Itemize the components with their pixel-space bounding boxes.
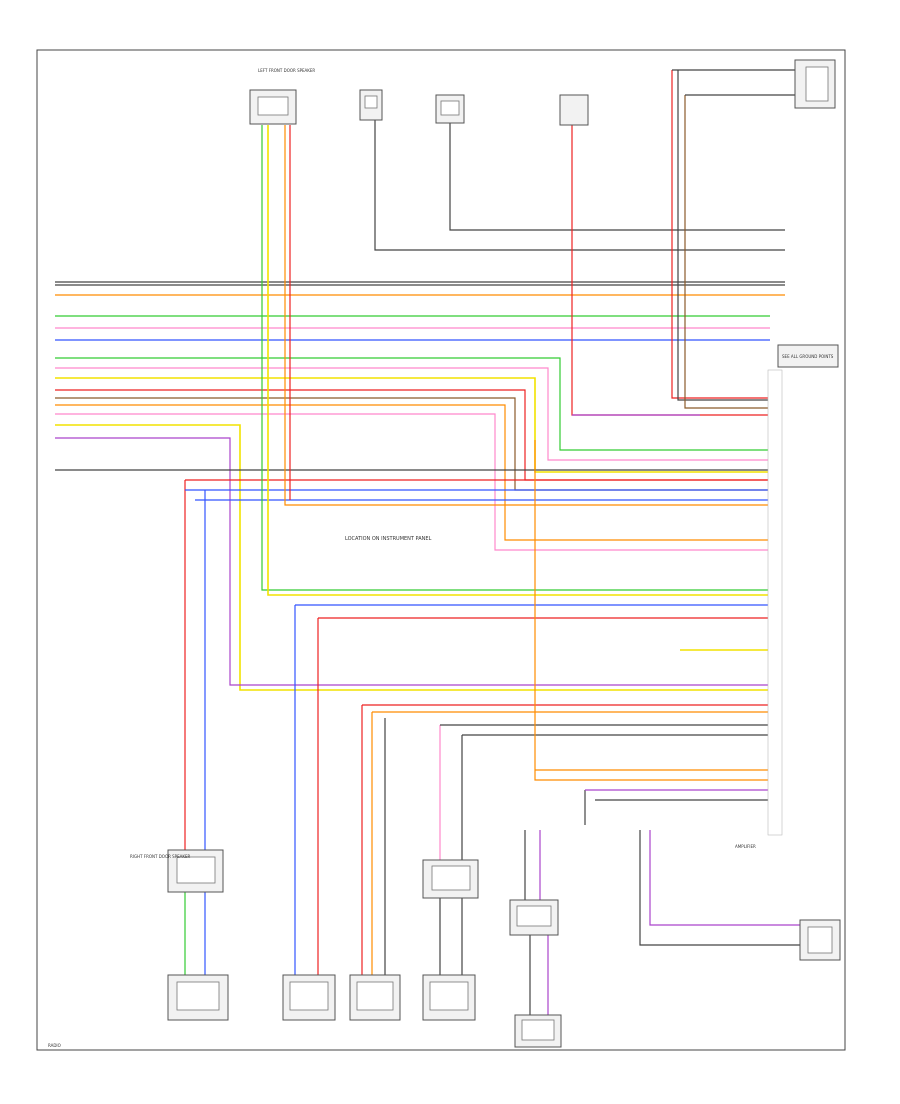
component-label-2: RIGHT FRONT DOOR SPEAKER <box>130 854 191 859</box>
radio-label: RADIO <box>48 1043 61 1048</box>
bottom-speaker-2 <box>282 974 336 1021</box>
bottom-speaker-4 <box>422 974 476 1021</box>
wire-green-6 <box>55 357 770 451</box>
right-front-door-speaker: RIGHT FRONT DOOR SPEAKER <box>130 849 224 893</box>
wire-black-30 <box>677 70 770 401</box>
amplifier-connector-strip <box>767 369 783 836</box>
top-speaker-2 <box>359 89 383 121</box>
note-label-1: SEE ALL GROUND POINTS <box>782 354 834 359</box>
top-ground-component <box>559 94 589 126</box>
top-speaker-3 <box>435 94 465 124</box>
bottom-speaker-1 <box>167 974 229 1021</box>
wire-yellow-8 <box>55 377 770 473</box>
top-right-speaker-component <box>794 59 836 109</box>
left-front-door-speaker-module <box>422 859 479 899</box>
center-note: LOCATION ON INSTRUMENT PANEL <box>345 536 432 542</box>
wire-red-27 <box>571 125 770 416</box>
wire-orange-11 <box>55 404 770 541</box>
wire-green-21 <box>261 125 770 591</box>
wire-yellow-13 <box>55 424 770 691</box>
bottom-speaker-3 <box>349 974 401 1021</box>
wires-layer <box>55 69 800 1015</box>
wire-black-60 <box>639 830 800 946</box>
top-left-speaker-component: LEFT FRONT DOOR SPEAKER <box>249 68 315 125</box>
component-label-1: LEFT FRONT DOOR SPEAKER <box>258 68 315 73</box>
wire-pink-12 <box>55 413 770 551</box>
wire-violet-14 <box>55 437 770 686</box>
wire-violet-61 <box>649 830 800 926</box>
wire-pink-7 <box>55 367 770 461</box>
wire-black-25 <box>374 120 785 251</box>
bottom-speaker-5 <box>514 1014 562 1048</box>
wire-orange-23 <box>284 125 770 506</box>
diagram-frame <box>36 49 846 1051</box>
amplifier-label: AMPLIFIER <box>735 844 756 849</box>
right-ground-module: SEE ALL GROUND POINTS <box>777 344 839 368</box>
wire-yellow-22 <box>267 125 770 596</box>
bottom-right-speaker <box>799 919 841 961</box>
wire-black-26 <box>449 123 785 231</box>
center-speaker-module <box>509 899 559 936</box>
wire-red-9 <box>55 389 770 481</box>
wire-orange-48 <box>534 440 770 781</box>
wire-brown-31 <box>684 95 770 409</box>
wire-red-29 <box>671 70 770 399</box>
wire-brown-10 <box>55 397 770 491</box>
